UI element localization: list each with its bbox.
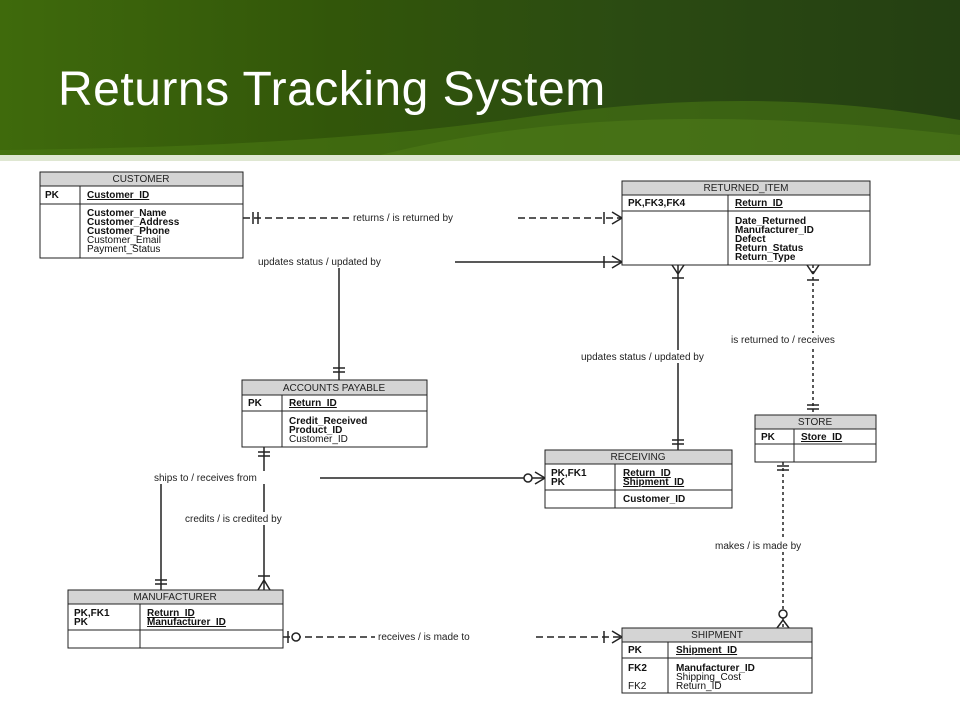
entity-title: CUSTOMER [112,174,169,185]
entity-customer: CUSTOMER PK Customer_ID Customer_Name Cu… [39,171,244,259]
entity-store: STORE PK Store_ID [754,414,877,463]
entity-pk-label: PK [74,617,89,628]
entity-fk-label: FK2 [628,663,647,674]
entity-attr: Payment_Status [87,244,160,255]
entity-returned-item: RETURNED_ITEM PK,FK3,FK4 Return_ID Date_… [621,180,871,266]
entity-attr: Return_Type [735,252,796,263]
entity-attr: Customer_Name [87,208,167,219]
rel-line-manufacturer-receiving [160,477,545,590]
entity-title: SHIPMENT [691,630,743,641]
rel-label-receiving-returned-item: updates status / updated by [581,352,704,363]
entity-pk: Return_ID [289,398,337,409]
entity-attr: Customer_ID [289,434,348,445]
entity-attr: Customer_Email [87,235,161,246]
entity-pk: Shipment_ID [623,477,684,488]
banner-divider [0,155,960,161]
entity-title: MANUFACTURER [133,592,216,603]
entity-pk-label: PK [761,432,776,443]
entity-pk-label: PK,FK1 [551,468,587,479]
rel-label-customer-returned-item: returns / is returned by [353,213,453,224]
rel-label-manufacturer-receiving: ships to / receives from [154,473,257,484]
entity-receiving: RECEIVING PK,FK1 PK Return_ID Shipment_I… [544,449,733,509]
rel-label-store-returned-item: is returned to / receives [731,335,835,346]
rel-label-store-shipment: makes / is made by [715,541,801,552]
entity-title: RETURNED_ITEM [703,183,788,194]
entity-pk: Customer_ID [87,190,149,201]
entity-pk: Shipment_ID [676,645,737,656]
entity-title: ACCOUNTS PAYABLE [283,383,386,394]
cardinality-markers [155,211,820,644]
relationship-labels: returns / is returned by updates status … [150,211,898,643]
entity-attr: Customer_Phone [87,226,170,237]
entity-pk-label: PK [248,398,263,409]
entity-accounts-payable: ACCOUNTS PAYABLE PK Return_ID Credit_Rec… [241,379,428,448]
rel-label-manufacturer-shipment: receives / is made to [378,632,470,643]
entity-attr: Return_ID [676,681,722,692]
rel-label-manufacturer-ap: credits / is credited by [185,514,282,525]
entity-attr: Credit_Received [289,416,367,427]
entity-title: STORE [798,417,833,428]
entity-attr: Return_Status [735,243,804,254]
entity-pk: Manufacturer_ID [147,617,226,628]
entity-pk: Return_ID [735,198,783,209]
entity-attr: Customer_ID [623,494,685,505]
entity-manufacturer: MANUFACTURER PK,FK1 PK Return_ID Manufac… [67,589,284,649]
entity-pk-label: PK [45,190,60,201]
entity-fk-label: FK2 [628,681,647,692]
entity-attr: Manufacturer_ID [676,663,755,674]
entity-pk-label: PK,FK3,FK4 [628,198,686,209]
entity-pk-label: PK [628,645,643,656]
entity-pk-label: PK,FK1 [74,608,110,619]
page-title: Returns Tracking System [58,63,606,116]
entity-title: RECEIVING [610,452,665,463]
banner-wave-decoration [0,100,960,155]
entity-attr: Manufacturer_ID [735,225,814,236]
entity-pk: Return_ID [147,608,195,619]
rel-label-ap-returned-item: updates status / updated by [258,257,381,268]
entity-attr: Defect [735,234,766,245]
entity-attr: Shipping_Cost [676,672,741,683]
entity-shipment: SHIPMENT PK Shipment_ID FK2 FK2 Manufact… [621,627,813,694]
entity-pk: Store_ID [801,432,842,443]
entity-attr: Date_Returned [735,216,806,227]
entity-attr: Product_ID [289,425,342,436]
entity-pk: Return_ID [623,468,671,479]
entity-pk-label: PK [551,477,566,488]
entity-attr: Customer_Address [87,217,180,228]
title-banner [0,0,960,155]
